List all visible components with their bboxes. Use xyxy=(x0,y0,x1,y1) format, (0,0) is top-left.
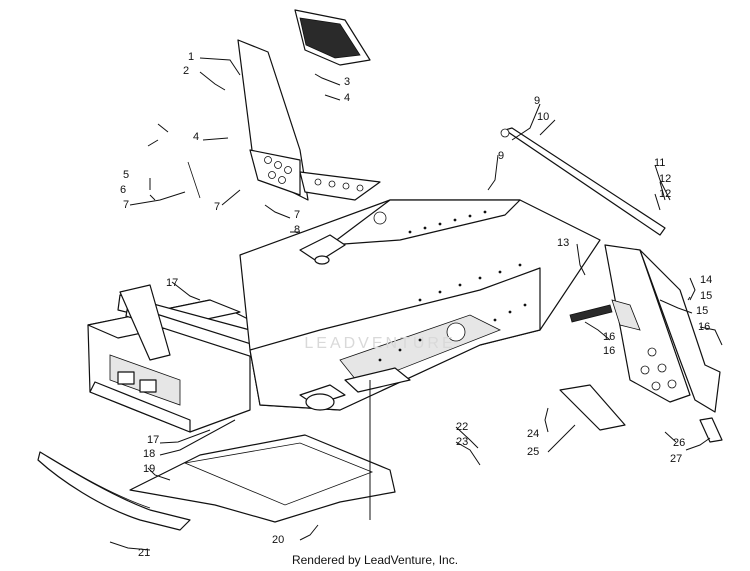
callout-7-right: 15 xyxy=(696,305,708,317)
console-bracket xyxy=(187,9,381,201)
callout-3: 7 xyxy=(123,199,129,211)
callout-15-top: 4 xyxy=(344,92,350,104)
tunnel-rivets xyxy=(378,210,527,362)
callout-26: 22 xyxy=(456,421,468,433)
footer-credit: Rendered by LeadVenture, Inc. xyxy=(291,553,459,567)
callout-14: 2 xyxy=(183,65,189,77)
callout-4-top: 9 xyxy=(498,150,504,162)
right-bulkhead xyxy=(500,127,723,443)
callout-2: 26 xyxy=(673,437,685,449)
callout-11: 8 xyxy=(294,224,300,236)
callout-9-top: 10 xyxy=(537,111,549,123)
callout-23: 25 xyxy=(527,446,539,458)
callout-6: 15 xyxy=(700,290,712,302)
chassis-frame xyxy=(87,199,601,433)
callout-8: 12 xyxy=(659,173,671,185)
callout-16-right: 14 xyxy=(700,274,712,286)
callout-13: 3 xyxy=(344,76,350,88)
callout-5: 17 xyxy=(147,434,159,446)
callout-9-right: 12 xyxy=(659,188,671,200)
callout-20: 20 xyxy=(272,534,284,546)
callout-22: 21 xyxy=(138,547,150,559)
callout-12-right: 13 xyxy=(557,237,569,249)
callout-17-left: 7 xyxy=(214,201,220,213)
callout-24: 27 xyxy=(670,453,682,465)
front-bumper xyxy=(37,451,191,531)
callout-labels: 1 2 3 4 4 5 6 7 7 7 8 9 9 10 11 12 12 13… xyxy=(120,51,712,559)
callout-7-top: 1 xyxy=(188,51,194,63)
callout-15-right: 11 xyxy=(654,157,665,169)
callout-19: 18 xyxy=(143,448,155,460)
callout-21: 16 xyxy=(603,345,615,357)
callout-16-bottom: 24 xyxy=(527,428,539,440)
callout-27: 23 xyxy=(456,436,468,448)
callout-4-middle: 7 xyxy=(294,209,300,221)
callout-25: 16 xyxy=(603,331,615,343)
callout-28: 6 xyxy=(120,184,126,196)
leader-lines xyxy=(109,57,723,551)
rail-strip xyxy=(569,304,613,323)
callout-1: 17 xyxy=(166,277,178,289)
skid-plate xyxy=(129,434,396,523)
callout-10: 9 xyxy=(534,95,540,107)
callout-18: 19 xyxy=(143,463,155,475)
callout-16-top: 4 xyxy=(193,131,199,143)
callout-12-left: 5 xyxy=(123,169,129,181)
callout-17-right: 16 xyxy=(698,321,710,333)
watermark: LEADVENTURE xyxy=(304,335,456,352)
